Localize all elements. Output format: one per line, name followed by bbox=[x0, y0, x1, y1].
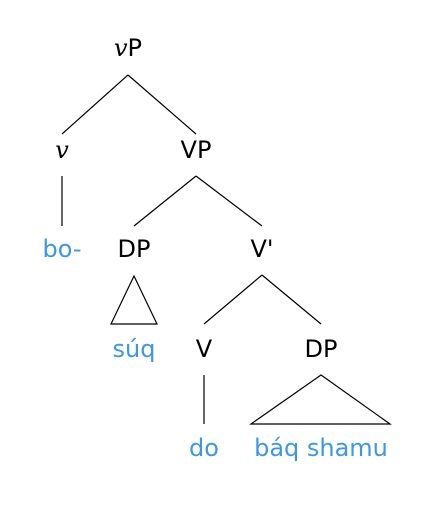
leaf-baq-shamu: báq shamu bbox=[254, 434, 388, 462]
node-VP: VP bbox=[181, 136, 212, 164]
triangle-DP-baq-shamu bbox=[249, 374, 392, 425]
node-vP-italic: v bbox=[114, 34, 128, 62]
edge-Vbar-DP bbox=[261, 274, 322, 325]
edge-VP-DP bbox=[133, 175, 197, 227]
leaf-bo: bo- bbox=[42, 235, 81, 263]
leaf-do: do bbox=[189, 434, 219, 462]
tree-edges bbox=[61, 74, 392, 425]
edge-vP-v bbox=[61, 74, 129, 135]
node-DP-subject: DP bbox=[118, 235, 151, 263]
node-V: V bbox=[196, 335, 213, 363]
edge-VP-Vbar bbox=[195, 175, 263, 227]
edge-vP-VP bbox=[127, 74, 197, 135]
node-v: v bbox=[55, 136, 69, 164]
leaf-suq: súq bbox=[113, 335, 156, 363]
triangle-DP-suq bbox=[110, 274, 158, 325]
node-DP-object: DP bbox=[305, 335, 338, 363]
node-vP-rest: P bbox=[128, 34, 142, 62]
node-vP: vP bbox=[114, 34, 142, 62]
edge-Vbar-V bbox=[203, 274, 263, 325]
node-V-bar: V' bbox=[250, 235, 273, 263]
